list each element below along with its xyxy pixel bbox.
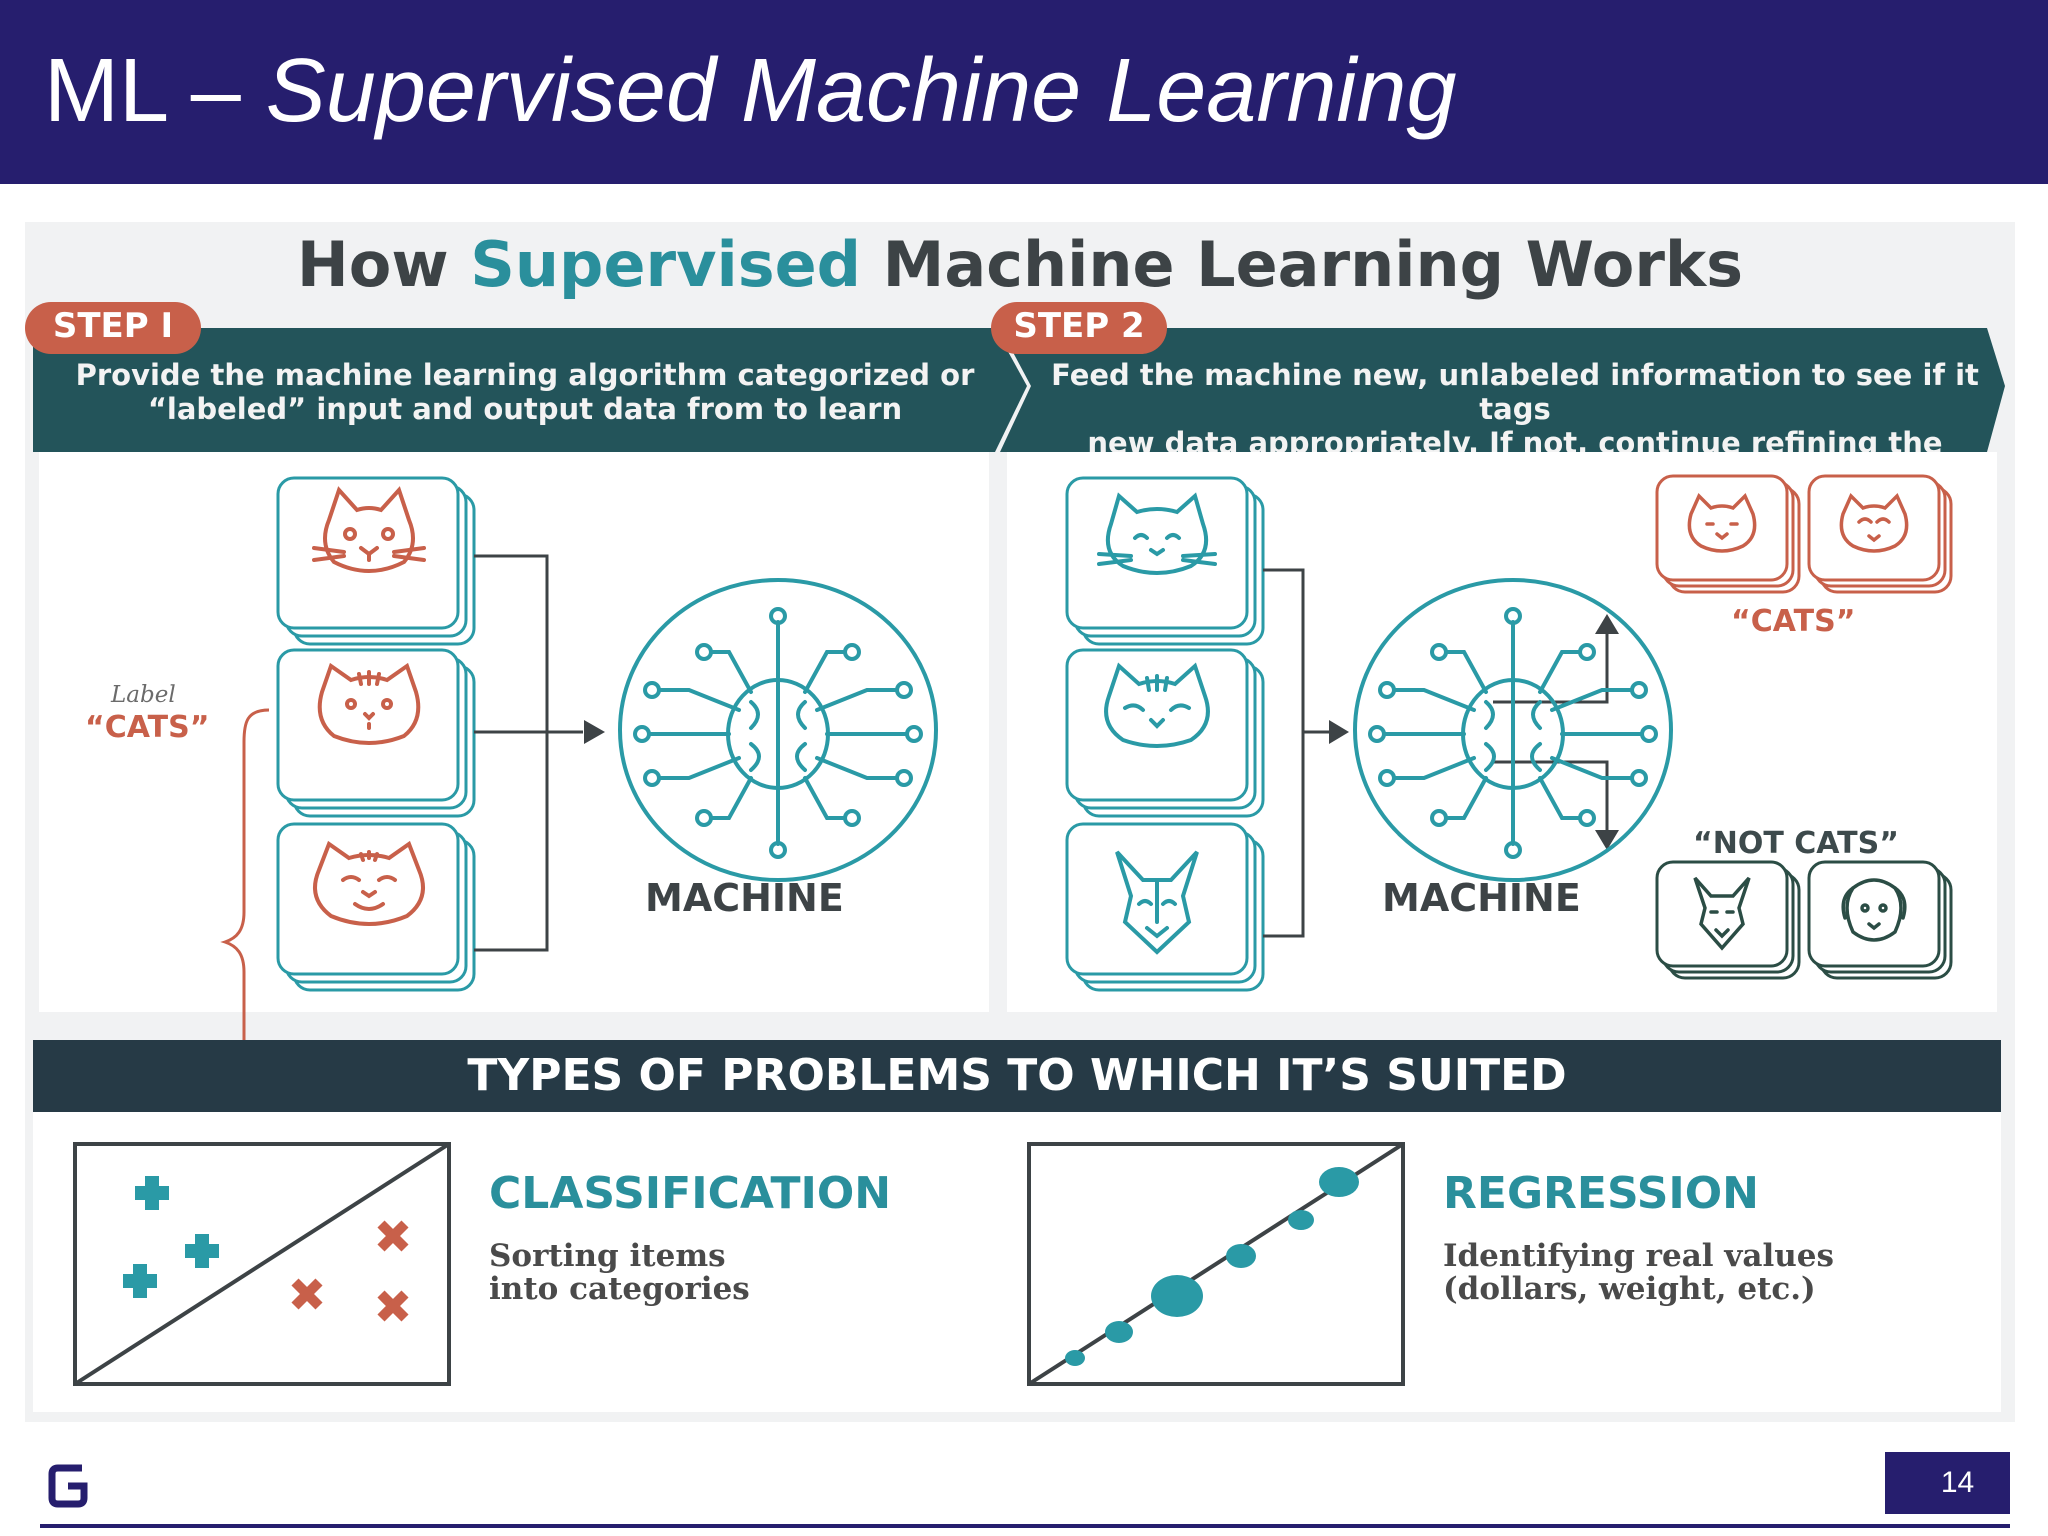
slide-header (0, 0, 2048, 184)
arrow-head (1329, 720, 1349, 744)
title-accent: Supervised (470, 228, 862, 301)
x-markers (291, 1220, 409, 1322)
types-title: TYPES OF PROBLEMS TO WHICH IT’S SUITED (467, 1050, 1567, 1101)
cat-icon (312, 486, 426, 573)
new-card-3 (1065, 822, 1265, 992)
regression-heading: REGRESSION (1443, 1168, 1759, 1219)
step1-pill-shape (25, 302, 201, 354)
arrow-down (1595, 830, 1619, 850)
step1-machine-label: MACHINE (645, 876, 844, 920)
new-card-2 (1065, 648, 1265, 818)
step1-diagram (220, 476, 938, 1214)
dog-icon (1841, 878, 1907, 942)
arrow-head (584, 720, 605, 744)
page-number: 14 (1940, 1466, 1975, 1499)
step2-diagram (1065, 474, 1953, 992)
notcats-result-label: “NOT CATS” (1693, 826, 1899, 861)
label-caption: Label (111, 682, 176, 708)
step1-text: Provide the machine learning algorithm c… (75, 358, 975, 427)
cat-icon (317, 662, 421, 745)
step2-banner (1000, 328, 2005, 452)
plus-markers (123, 1176, 219, 1298)
step2-connector (1263, 568, 1609, 938)
machine-icon (1353, 578, 1673, 882)
cat-icon (313, 840, 425, 926)
regression-description: Identifying real values (dollars, weight… (1443, 1238, 1834, 1307)
types-panel (33, 1112, 2001, 1412)
cat-card-2 (276, 648, 476, 818)
cats-result-label: “CATS” (1731, 604, 1856, 639)
dog-icon (1115, 850, 1199, 955)
step2-pill-shape (991, 302, 1167, 354)
cat-icon (1839, 492, 1909, 553)
cats-result-card-2 (1807, 474, 1953, 594)
title-italic: Supervised Machine Learning (265, 41, 1457, 141)
title-prefix: ML – (44, 41, 266, 141)
cat-icon (1104, 662, 1210, 748)
step1-banner (33, 328, 1027, 452)
classification-heading: CLASSIFICATION (489, 1168, 892, 1219)
cat-card-3 (276, 822, 476, 992)
label-cats: “CATS” (85, 710, 210, 745)
regression-plot (1027, 1142, 1405, 1386)
footer-line (40, 1524, 2010, 1528)
infographic-title: How Supervised Machine Learning Works (296, 228, 1744, 301)
notcats-result-card-1 (1655, 860, 1801, 980)
machine-icon (618, 578, 938, 882)
step1-pill: STEP I (52, 306, 174, 346)
new-card-1 (1065, 476, 1265, 646)
infographic: How Supervised Machine Learning Works ST… (25, 222, 2015, 1422)
dog-icon (1693, 876, 1751, 951)
step2-pill: STEP 2 (1013, 306, 1145, 346)
cat-card-1 (276, 476, 476, 646)
classification-plot (73, 1142, 451, 1386)
arrow-up (1595, 614, 1619, 634)
page-number-box (1885, 1452, 2010, 1514)
cat-icon (1687, 492, 1757, 553)
slide-title: ML – Supervised Machine Learning (44, 42, 1457, 141)
step2-machine-label: MACHINE (1382, 876, 1581, 920)
step1-connector (474, 554, 583, 952)
data-points (1065, 1167, 1359, 1366)
company-logo (48, 1464, 88, 1508)
types-banner (33, 1040, 2001, 1112)
cat-icon (1097, 492, 1217, 575)
classification-description: Sorting items into categories (489, 1238, 750, 1307)
step-banners (25, 302, 2005, 452)
